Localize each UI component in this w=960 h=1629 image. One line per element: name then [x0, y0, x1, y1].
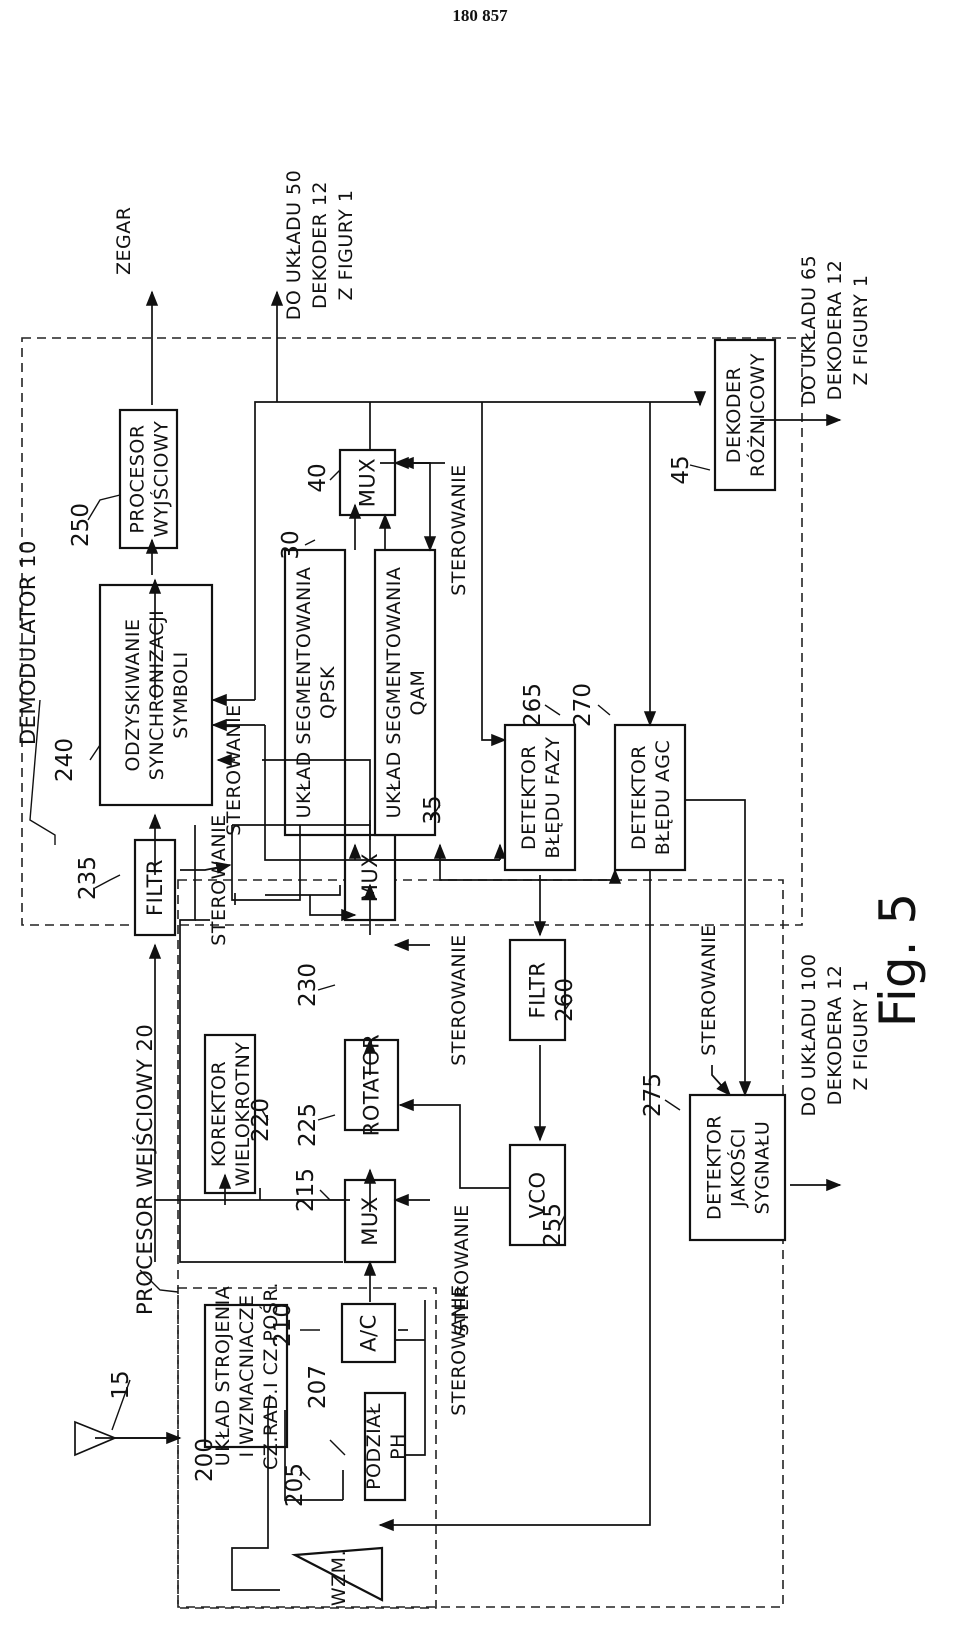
phase-err-ref: 265	[520, 683, 546, 727]
filter2-label: FILTR	[526, 962, 550, 1019]
vco-ref: 255	[540, 1203, 566, 1247]
phase-err-label: BŁĘDU FAZY	[542, 736, 564, 858]
quality-ref: 275	[640, 1073, 666, 1117]
filter1-ref: 235	[75, 856, 101, 900]
quality-label: JAKOŚCI	[726, 1128, 750, 1208]
qpsk-label: UKŁAD SEGMENTOWANIA	[293, 567, 315, 819]
control-label-quality: STEROWANIE	[698, 924, 720, 1055]
phase-err-label: DETEKTOR	[518, 745, 540, 850]
diffdec-label: DEKODER	[723, 367, 745, 463]
symsync-label: ODZYSKIWANIE	[122, 619, 144, 772]
filter2-ref: 260	[552, 978, 578, 1022]
output-to-65-label: DO UKŁADU 65	[798, 255, 820, 405]
diffdec-ref: 45	[668, 455, 694, 484]
rotator-label: ROTATOR	[360, 1034, 384, 1137]
tuner-label: UKŁAD STROJENIA	[212, 1286, 234, 1466]
diffdec-label: RÓŻNICOWY	[745, 353, 769, 477]
control-label-mux2: STEROWANIE	[448, 934, 470, 1065]
output-to-100-label: Z FIGURY 1	[850, 980, 872, 1091]
demodulator-boundary	[21, 337, 803, 926]
agc-err-label: DETEKTOR	[628, 745, 650, 850]
outproc-ref: 250	[68, 503, 94, 547]
figure-caption: Fig. 5	[869, 893, 927, 1027]
agc-err-ref: 270	[570, 683, 596, 727]
mux3-block: MUX 40	[305, 448, 397, 517]
quality-label: SYGNAŁU	[752, 1121, 774, 1215]
amplifier-icon: WZM.	[291, 1546, 384, 1606]
amplifier-label: WZM.	[328, 1550, 350, 1606]
qpsk-label: QPSK	[317, 666, 339, 719]
tuner-label: I WZMACNIACZE	[236, 1294, 258, 1457]
mux2-ref: 230	[295, 963, 321, 1007]
output-to-50-label: DEKODER 12	[309, 181, 331, 309]
adc-ref: 210	[270, 1303, 296, 1347]
input-processor-label: PROCESOR WEJŚCIOWY 20	[132, 1024, 157, 1315]
antenna-ref: 15	[108, 1370, 134, 1399]
equalizer-label: KOREKTOR	[208, 1061, 230, 1167]
qam-label: UKŁAD SEGMENTOWANIA	[383, 567, 405, 819]
output-to-50-label: Z FIGURY 1	[335, 190, 357, 301]
control-label-mux3: STEROWANIE	[448, 464, 470, 595]
outproc-label: PROCESOR	[127, 424, 149, 533]
demodulator-label: DEMODULATOR 10	[16, 540, 40, 745]
output-to-50-label: DO UKŁADU 50	[283, 170, 305, 320]
tuner-section-boundary	[177, 1287, 437, 1609]
output-to-65-label: Z FIGURY 1	[850, 275, 872, 386]
outproc-label: WYJŚCIOWY	[149, 421, 173, 538]
control-label-adc: STEROWANIE	[448, 1284, 470, 1415]
equalizer-ref: 220	[248, 1098, 274, 1142]
quality-label: DETEKTOR	[704, 1115, 726, 1220]
amplifier-ref: 205	[282, 1463, 308, 1507]
tuner-ref: 200	[192, 1438, 218, 1482]
adc-label: A/C	[357, 1314, 381, 1352]
output-to-100-label: DEKODERA 12	[824, 965, 846, 1106]
divider-label: PODZIAŁ	[363, 1403, 385, 1490]
mux1-ref: 215	[293, 1168, 319, 1212]
qpsk-ref: 30	[278, 530, 304, 559]
output-to-100-label: DO UKŁADU 100	[798, 953, 820, 1116]
output-to-65-label: DEKODERA 12	[824, 260, 846, 401]
divider-label: PH	[387, 1433, 409, 1460]
symsync-label: SYMBOLI	[170, 651, 192, 738]
adc-block: A/C 210	[270, 1302, 397, 1364]
qam-ref: 35	[420, 795, 446, 824]
tuner-label: CZ.RAD.I CZ.POŚR.	[258, 1282, 282, 1470]
rotator-block: ROTATOR 225	[295, 1034, 400, 1147]
page-number: 180 857	[452, 6, 508, 25]
symsync-label: SYNCHRONIZACJI	[146, 610, 168, 781]
symsync-ref: 240	[52, 738, 78, 782]
qam-label: QAM	[407, 670, 429, 716]
equalizer-label: WIELOKROTNY	[232, 1042, 254, 1187]
vco-label: VCO	[526, 1171, 550, 1218]
mux3-ref: 40	[305, 463, 331, 492]
control-label-filter: STEROWANIE	[208, 814, 230, 945]
agc-err-label: BŁĘDU AGC	[652, 740, 674, 855]
rotator-ref: 225	[295, 1103, 321, 1147]
control-label-mux1: STEROWANIE	[451, 1204, 473, 1335]
mux3-label: MUX	[356, 458, 380, 507]
divider-ref: 207	[305, 1365, 331, 1409]
control-label-symsync: STEROWANIE	[223, 704, 245, 835]
clock-output-label: ZEGAR	[113, 207, 135, 275]
antenna-icon	[74, 1420, 180, 1457]
